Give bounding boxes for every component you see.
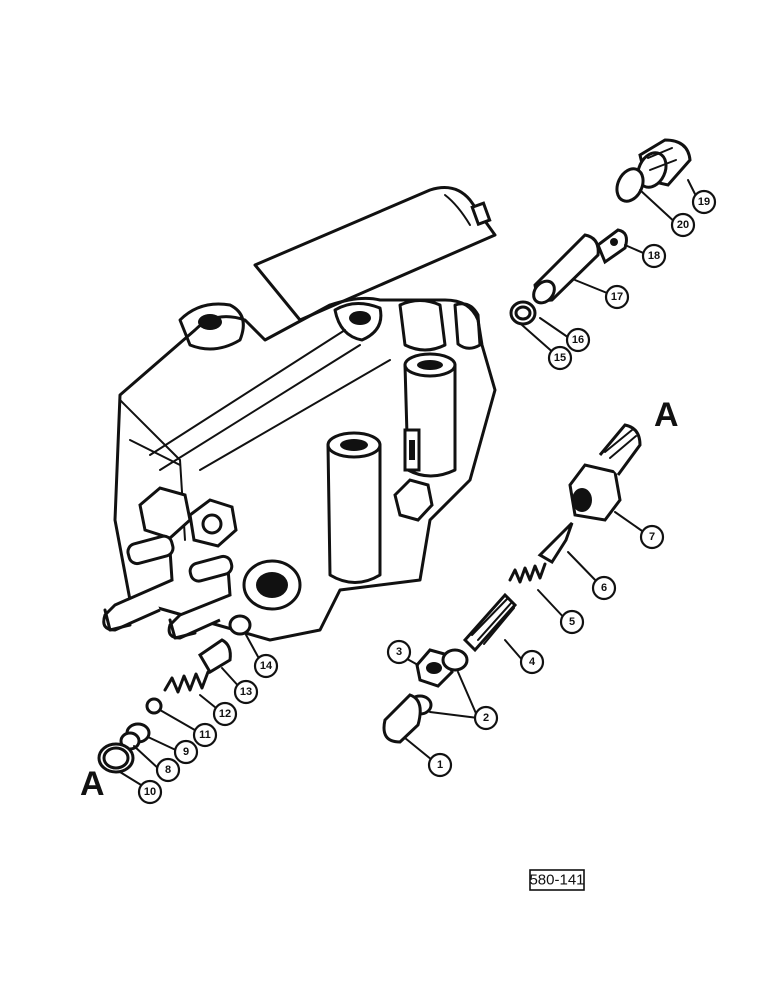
callout-label: 17 [611,291,623,303]
callout-4: 4 [519,649,545,675]
callout-9: 9 [173,739,199,765]
callout-label: 19 [698,196,710,208]
callout-18: 18 [641,243,667,269]
figure-reference: 580-141 [529,869,585,891]
callout-label: 10 [144,786,156,798]
callout-label: 20 [677,219,689,231]
callout-10: 10 [137,779,163,805]
callout-16: 16 [565,327,591,353]
callout-7: 7 [639,524,665,550]
relief-valve-parts [382,423,642,744]
callout-label: 5 [569,616,575,628]
callout-label: 1 [437,759,443,771]
callout-label: 3 [396,646,402,658]
control-valve-body [102,186,497,642]
callout-6: 6 [591,575,617,601]
callout-label: 16 [572,334,584,346]
callout-13: 13 [233,679,259,705]
callout-17: 17 [604,284,630,310]
callout-label: 13 [240,686,252,698]
callout-label: 6 [601,582,607,594]
callout-label: 8 [165,764,171,776]
callout-19: 19 [691,189,717,215]
spool-assembly-parts [509,138,692,326]
callout-3: 3 [386,639,412,665]
connection-mark-a-right: A [654,396,679,434]
connection-mark-a-left: A [80,765,105,803]
callout-14: 14 [253,653,279,679]
callout-label: 4 [529,656,536,668]
callout-12: 12 [212,701,238,727]
figure-reference-text: 580-141 [529,872,584,889]
callout-11: 11 [192,722,218,748]
callout-label: 9 [183,746,189,758]
callout-label: 18 [648,250,660,262]
callout-2: 2 [473,705,499,731]
callout-15: 15 [547,345,573,371]
callout-label: 12 [219,708,231,720]
callout-label: 14 [260,660,273,672]
callout-label: 15 [554,352,566,364]
callout-20: 20 [670,212,696,238]
callout-label: 7 [649,531,655,543]
callout-8: 8 [155,757,181,783]
callout-1: 1 [427,752,453,778]
check-valve-parts [97,614,252,774]
callout-label: 2 [483,712,489,724]
callout-5: 5 [559,609,585,635]
callout-label: 11 [199,729,211,741]
